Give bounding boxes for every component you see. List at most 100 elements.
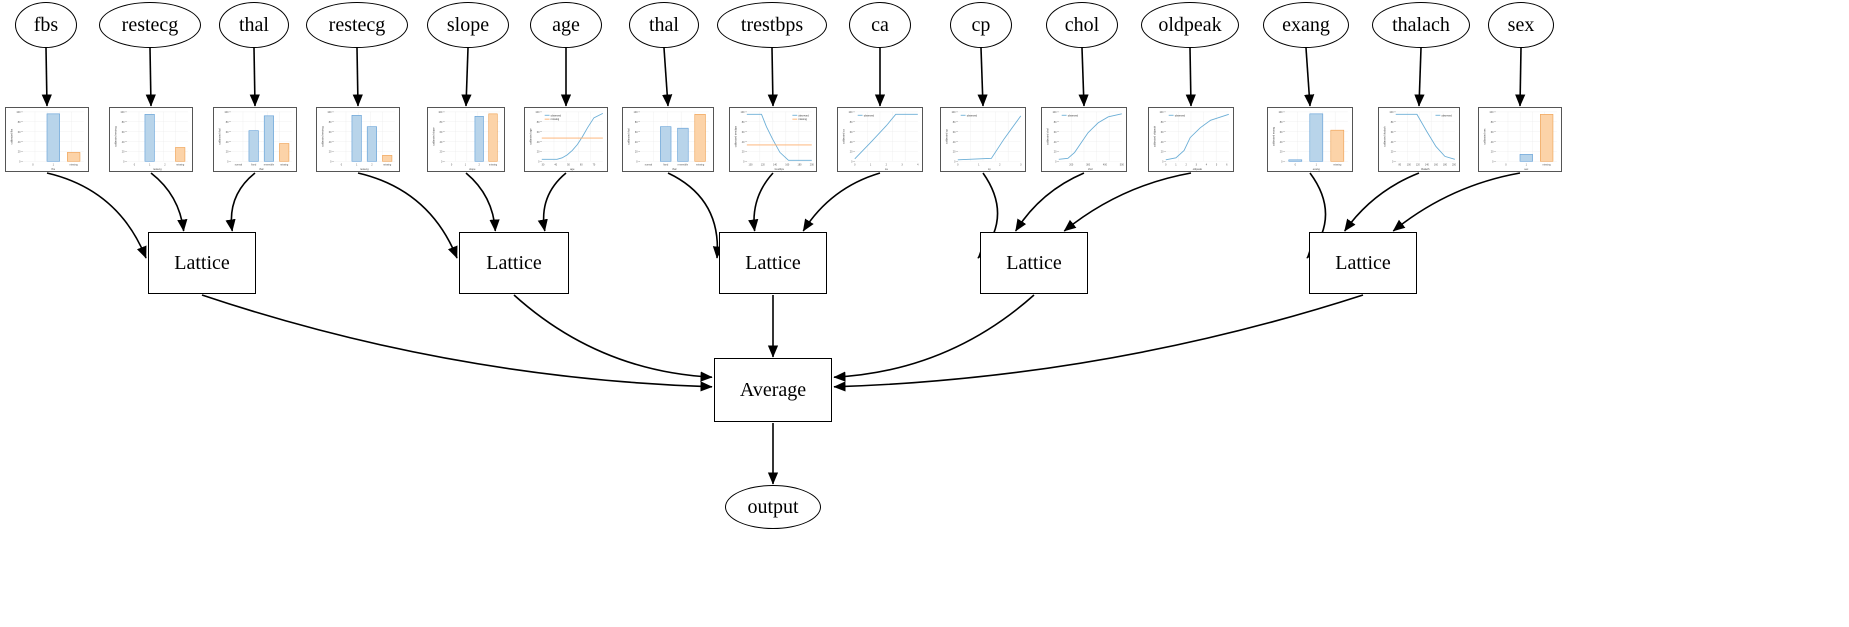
svg-text:chol: chol [1088, 167, 1093, 171]
feature-node-restecg-3[interactable]: restecg [306, 2, 408, 48]
lattice-node-2[interactable]: Lattice [719, 232, 827, 294]
feature-node-age-5[interactable]: age [530, 2, 602, 48]
feature-node-chol-10[interactable]: chol [1046, 2, 1118, 48]
edge [1078, 47, 1089, 107]
svg-text:40: 40 [554, 163, 557, 166]
svg-text:missing: missing [696, 163, 705, 166]
feature-node-fbs-0[interactable]: fbs [15, 2, 77, 48]
feature-node-thal-6[interactable]: thal [629, 2, 699, 48]
svg-text:5: 5 [1216, 163, 1218, 166]
svg-text:80: 80 [537, 121, 540, 124]
svg-text:40: 40 [1161, 141, 1164, 144]
lattice-node-0[interactable]: Lattice [148, 232, 256, 294]
svg-text:0: 0 [854, 163, 856, 166]
edge [667, 172, 724, 259]
svg-text:60: 60 [742, 131, 745, 134]
svg-text:0: 0 [1281, 161, 1283, 164]
svg-text:160: 160 [1434, 163, 1439, 166]
svg-text:observed: observed [1068, 114, 1079, 117]
svg-text:fbs: fbs [52, 167, 56, 171]
average-node[interactable]: Average [714, 358, 832, 422]
svg-text:60: 60 [850, 131, 853, 134]
feature-node-trestbps-7[interactable]: trestbps [717, 2, 827, 48]
svg-text:200: 200 [1069, 163, 1074, 166]
svg-text:100: 100 [535, 111, 540, 114]
svg-text:40: 40 [1491, 141, 1494, 144]
lattice-node-4[interactable]: Lattice [1309, 232, 1417, 294]
svg-text:3: 3 [1020, 163, 1022, 166]
edge [41, 47, 52, 107]
feature-node-sex-14[interactable]: sex [1488, 2, 1554, 48]
svg-text:100: 100 [1278, 111, 1283, 114]
lattice-node-3[interactable]: Lattice [980, 232, 1088, 294]
svg-text:40: 40 [440, 141, 443, 144]
svg-text:60: 60 [440, 131, 443, 134]
svg-text:calibrated fbs: calibrated fbs [10, 128, 14, 144]
svg-text:0: 0 [1505, 163, 1507, 166]
output-node[interactable]: output [725, 485, 821, 529]
feature-node-label: thalach [1392, 13, 1450, 36]
svg-text:0: 0 [1055, 161, 1057, 164]
edge [357, 172, 458, 259]
svg-text:100: 100 [224, 111, 229, 114]
svg-text:60: 60 [1161, 131, 1164, 134]
feature-node-thal-2[interactable]: thal [219, 2, 289, 48]
feature-node-exang-12[interactable]: exang [1263, 2, 1349, 48]
svg-text:0: 0 [451, 163, 453, 166]
svg-text:40: 40 [329, 141, 332, 144]
svg-text:1: 1 [465, 163, 467, 166]
svg-text:80: 80 [635, 121, 638, 124]
feature-node-label: cp [971, 13, 991, 36]
svg-text:60: 60 [329, 131, 332, 134]
svg-text:ca: ca [885, 168, 888, 171]
svg-text:60: 60 [1054, 131, 1057, 134]
svg-text:100: 100 [740, 111, 745, 114]
svg-text:100: 100 [1407, 163, 1412, 166]
feature-node-thalach-13[interactable]: thalach [1372, 2, 1470, 48]
lattice-node-label: Lattice [174, 251, 230, 274]
edge [1304, 47, 1315, 107]
svg-text:500: 500 [1120, 163, 1125, 166]
svg-text:40: 40 [1054, 141, 1057, 144]
svg-text:restecg: restecg [153, 167, 162, 171]
svg-text:40: 40 [1280, 141, 1283, 144]
lattice-node-1[interactable]: Lattice [459, 232, 569, 294]
svg-text:thal: thal [672, 167, 677, 171]
svg-text:60: 60 [537, 131, 540, 134]
feature-node-label: trestbps [740, 13, 804, 36]
feature-node-ca-8[interactable]: ca [849, 2, 911, 48]
svg-text:40: 40 [1391, 141, 1394, 144]
edge [1343, 172, 1420, 232]
svg-text:1: 1 [978, 163, 980, 166]
edge [145, 47, 156, 107]
feature-node-cp-9[interactable]: cp [950, 2, 1012, 48]
svg-text:missing: missing [551, 118, 560, 121]
svg-text:observed: observed [967, 114, 978, 117]
svg-text:normal: normal [235, 163, 243, 166]
svg-text:80: 80 [1398, 163, 1401, 166]
svg-text:exang: exang [1313, 168, 1321, 171]
svg-text:100: 100 [120, 111, 125, 114]
svg-text:0: 0 [441, 161, 443, 164]
svg-text:100: 100 [438, 111, 443, 114]
svg-text:20: 20 [18, 151, 21, 154]
feature-node-slope-4[interactable]: slope [427, 2, 509, 48]
lattice-node-label: Lattice [486, 251, 542, 274]
svg-text:slope: slope [469, 167, 476, 171]
svg-text:20: 20 [850, 151, 853, 154]
feature-node-oldpeak-11[interactable]: oldpeak [1141, 2, 1239, 48]
svg-text:80: 80 [122, 121, 125, 124]
feature-node-restecg-1[interactable]: restecg [99, 2, 201, 48]
svg-text:80: 80 [226, 121, 229, 124]
edge [249, 47, 260, 107]
svg-text:80: 80 [1161, 121, 1164, 124]
svg-text:20: 20 [1054, 151, 1057, 154]
